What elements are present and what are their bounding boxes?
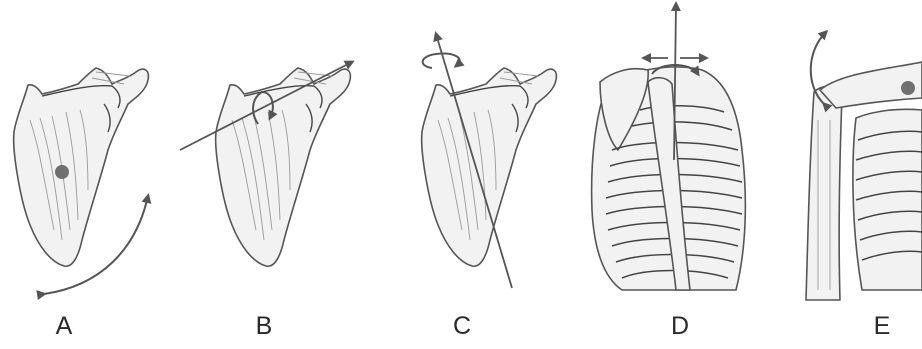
panel-label-b: B [234, 312, 294, 341]
scapula-illustration-a [14, 68, 149, 294]
scapula-illustration-c [422, 34, 557, 288]
scapula-illustration-b [180, 62, 352, 266]
ribcage-illustration-d [592, 4, 746, 290]
panel-label-c: C [432, 312, 492, 341]
panel-label-d: D [650, 312, 710, 341]
panel-label-e: E [852, 312, 912, 341]
rotation-axis-dot [55, 165, 69, 179]
panel-label-a: A [34, 312, 94, 341]
rotation-arrow-c [423, 54, 460, 68]
humerus-e [806, 86, 842, 300]
skeleton-illustration-e [806, 32, 922, 300]
